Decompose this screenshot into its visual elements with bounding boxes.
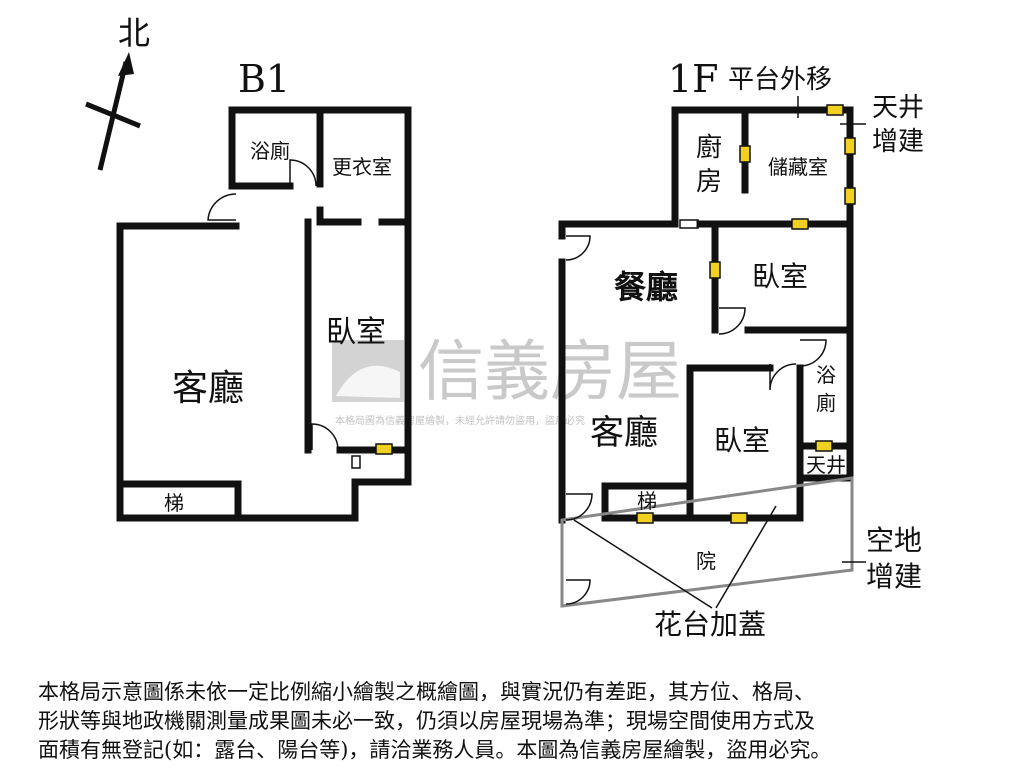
f1-room-bedroom-lower: 臥室 [714,424,770,457]
b1-window [375,443,393,455]
f1-yard-door-upper [565,493,593,521]
floor-plan: 北 信義房屋 本格局圖為信義房屋繪製，未經允許請勿盜用，盜用必究 B1 [85,14,924,641]
f1-courtyard-outline [560,476,854,608]
b1-room-bedroom: 臥室 [326,315,386,350]
watermark: 信義房屋 本格局圖為信義房屋繪製，未經允許請勿盜用，盜用必究 [332,333,682,427]
disclaimer: 本格局示意圖係未依一定比例縮小繪製之概繪圖，與實況仍有差距，其方位、格局、 形狀… [38,678,998,765]
f1-room-bath-2: 廁 [816,391,836,415]
disclaimer-line-1: 本格局示意圖係未依一定比例縮小繪製之概繪圖，與實況仍有差距，其方位、格局、 [38,680,815,704]
watermark-brand: 信義房屋 [418,333,682,410]
f1-room-bedroom-upper: 臥室 [752,260,808,293]
b1-bedroom-door [311,423,339,451]
b1-title: B1 [238,57,290,101]
disclaimer-line-3: 面積有無登記(如：露台、陽台等)，請洽業務人員。本圖為信義房屋繪製，盜用必究。 [38,738,832,762]
annotation-lightwell-2: 增建 [872,127,924,157]
annotation-open-land-2: 增建 [866,560,922,593]
f1-doors [565,219,827,605]
f1-room-kitchen-1: 廚 [696,133,722,163]
floor-1f: 1F [558,57,856,608]
watermark-notice: 本格局圖為信義房屋繪製，未經允許請勿盜用，盜用必究 [335,414,585,427]
f1-room-stairs: 梯 [637,489,657,513]
f1-room-living: 客廳 [590,413,658,453]
north-arrow-icon [118,52,134,76]
floor-b1: B1 [116,57,412,522]
f1-upper-bedroom-door [718,307,746,335]
leader-planter-right [715,505,777,609]
annotation-planter-roofed: 花台加蓋 [654,608,766,641]
annotations: 平台外移 天井 增建 空地 增建 花台加蓋 [573,65,924,641]
b1-living-door [207,193,237,221]
f1-windows [636,104,856,524]
f1-room-bath-1: 浴 [816,363,836,387]
b1-doors [207,159,361,469]
b1-room-bath: 浴廁 [250,139,290,163]
annotation-lightwell-1: 天井 [872,93,924,123]
f1-entry-door [565,235,591,261]
f1-yard-door-lower [565,579,591,605]
b1-walls [116,106,412,522]
f1-room-lightwell: 天井 [806,453,846,477]
f1-room-kitchen-2: 房 [696,167,722,197]
b1-room-dressing: 更衣室 [332,155,392,179]
f1-lower-bedroom-door [769,363,797,391]
annotation-platform-moved: 平台外移 [728,65,832,95]
compass-crossbar [85,101,141,129]
f1-bath-door [799,339,827,367]
annotation-open-land-1: 空地 [866,524,922,557]
compass: 北 [85,14,150,171]
b1-room-stairs: 梯 [164,491,184,515]
f1-room-yard: 院 [696,549,716,573]
leader-planter-left [573,519,713,609]
f1-title: 1F [668,57,719,101]
disclaimer-line-2: 形狀等與地政機關測量成果圖未必一致，仍須以房屋現場為準；現場空間使用方式及 [38,709,815,733]
f1-room-storage: 儲藏室 [768,155,828,179]
compass-north-label: 北 [118,14,150,52]
f1-room-dining: 餐廳 [614,268,678,306]
b1-room-living: 客廳 [172,368,244,409]
b1-bath-door [289,159,317,187]
